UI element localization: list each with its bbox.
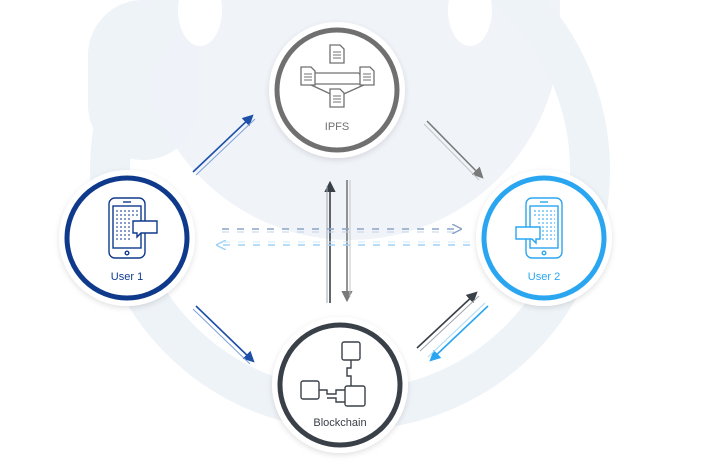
- label-ipfs: IPFS: [325, 121, 349, 133]
- dashed-arrow-user1-to-user2: [222, 229, 460, 232]
- label-user2: User 2: [528, 271, 560, 283]
- arrow-ipfs-to-user2: [423, 120, 484, 181]
- arrow-user1-to-ipfs: [192, 114, 256, 176]
- label-user1: User 1: [111, 271, 143, 283]
- dashed-arrow-user2-to-user1: [218, 242, 470, 245]
- network-documents-icon: [300, 44, 375, 108]
- arrow-user1-to-blockchain: [192, 305, 255, 365]
- arrow-blockchain-to-user2: [416, 291, 480, 352]
- arrow-blockchain-to-ipfs: [324, 180, 336, 303]
- arrow-user2-to-blockchain: [427, 302, 489, 362]
- arrow-ipfs-to-blockchain: [341, 180, 353, 303]
- node-user1: User 1: [59, 170, 195, 306]
- node-blockchain: Blockchain: [272, 317, 408, 453]
- node-ipfs: IPFS: [269, 22, 405, 158]
- phone-chat-icon: [108, 197, 158, 259]
- label-blockchain: Blockchain: [313, 417, 366, 429]
- blocks-chain-icon: [300, 341, 366, 407]
- node-user2: User 2: [476, 170, 612, 306]
- phone-chat-icon: [515, 197, 563, 259]
